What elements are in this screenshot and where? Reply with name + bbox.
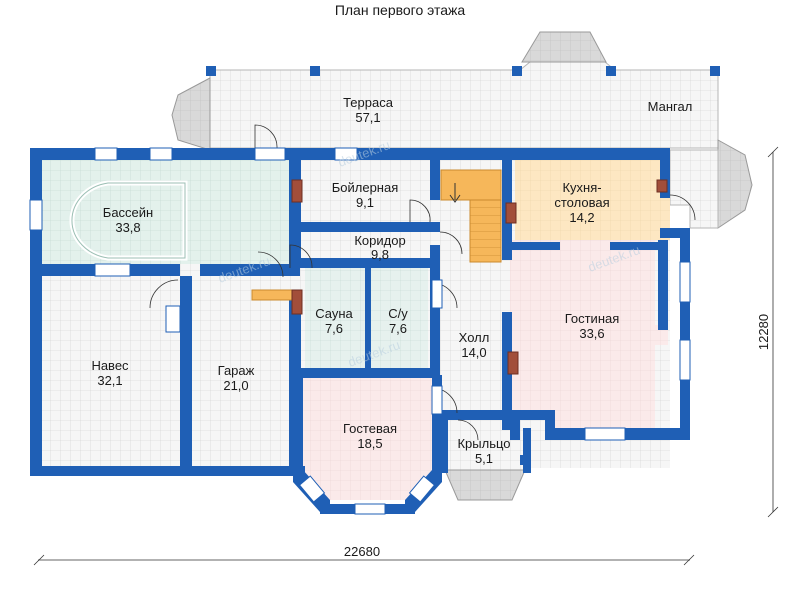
wc-area: 7,6: [389, 321, 407, 336]
living-area: 33,6: [579, 326, 604, 341]
staircase: [440, 169, 502, 263]
kitchen-label-1: Кухня-: [562, 180, 601, 195]
guest-floor: [303, 375, 432, 500]
garage-label: Гараж: [218, 363, 255, 378]
kitchen-floor: [515, 160, 670, 240]
sauna-label: Сауна: [315, 306, 353, 321]
windows: [29, 147, 691, 515]
corridor-area: 9,8: [371, 247, 389, 262]
guest-area: 18,5: [357, 436, 382, 451]
dimension-width: [33, 554, 695, 566]
grill-label: Мангал: [648, 99, 693, 114]
corridor-label: Коридор: [354, 233, 405, 248]
porch-label: Крыльцо: [457, 436, 510, 451]
porch-bay: [444, 469, 526, 501]
boiler-area: 9,1: [356, 195, 374, 210]
living-label: Гостиная: [565, 311, 620, 326]
dimension-height: [767, 146, 779, 518]
porch-area: 5,1: [475, 451, 493, 466]
kitchen-area: 14,2: [569, 210, 594, 225]
hall-area: 14,0: [461, 345, 486, 360]
wc-floor: [368, 268, 428, 368]
terrace-area: 57,1: [355, 110, 380, 125]
terrace-bay-left: [171, 77, 211, 151]
canopy-label: Навес: [91, 358, 129, 373]
canopy-area: 32,1: [97, 373, 122, 388]
terrace-label: Терраса: [343, 95, 394, 110]
pool-label: Бассейн: [103, 205, 153, 220]
living-floor: [510, 240, 668, 430]
page-title: План первого этажа: [334, 2, 466, 18]
guest-label: Гостевая: [343, 421, 397, 436]
garage-area: 21,0: [223, 378, 248, 393]
terrace-bay-top: [521, 31, 607, 63]
pool-room-floor: [40, 160, 290, 264]
sauna-floor: [305, 268, 365, 368]
sauna-area: 7,6: [325, 321, 343, 336]
hall-label: Холл: [459, 330, 490, 345]
kitchen-label-2: столовая: [554, 195, 609, 210]
pool-area: 33,8: [115, 220, 140, 235]
chimneys: [291, 179, 668, 375]
wc-label: С/у: [388, 306, 408, 321]
boiler-label: Бойлерная: [332, 180, 399, 195]
terrace-bay-right: [717, 139, 753, 229]
dimension-width-label: 22680: [344, 544, 380, 559]
dimension-height-label: 12280: [756, 314, 771, 350]
